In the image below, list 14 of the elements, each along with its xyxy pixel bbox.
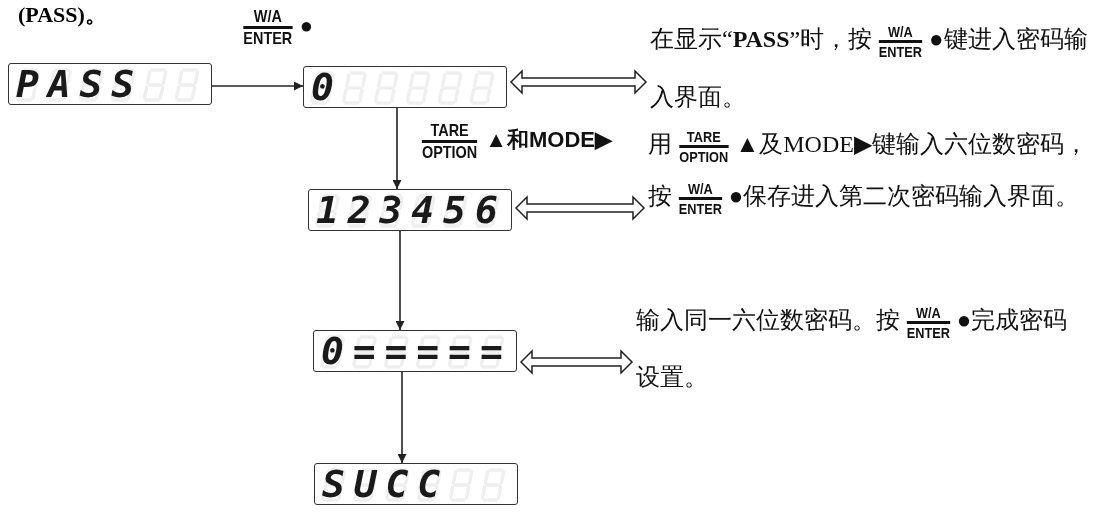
double-arrow bbox=[509, 69, 648, 95]
lcd-display: 0===== bbox=[313, 330, 517, 372]
lcd-display: 123456 bbox=[308, 189, 512, 231]
double-arrow bbox=[514, 195, 646, 221]
lcd-display: 0 bbox=[303, 66, 507, 108]
double-arrow bbox=[519, 349, 634, 375]
arrow bbox=[211, 81, 304, 91]
arrow bbox=[397, 371, 407, 464]
arrow bbox=[395, 230, 405, 331]
lcd-display: PASS bbox=[8, 63, 212, 105]
instruction-text: 输入同一六位数密码。按$^{W/A}$$_{ENTER}$●完成密码设置。 bbox=[636, 292, 1086, 406]
lcd-display: SUCC bbox=[314, 463, 518, 505]
arrow bbox=[392, 107, 402, 190]
heading-text: (PASS)。 bbox=[18, 1, 107, 29]
